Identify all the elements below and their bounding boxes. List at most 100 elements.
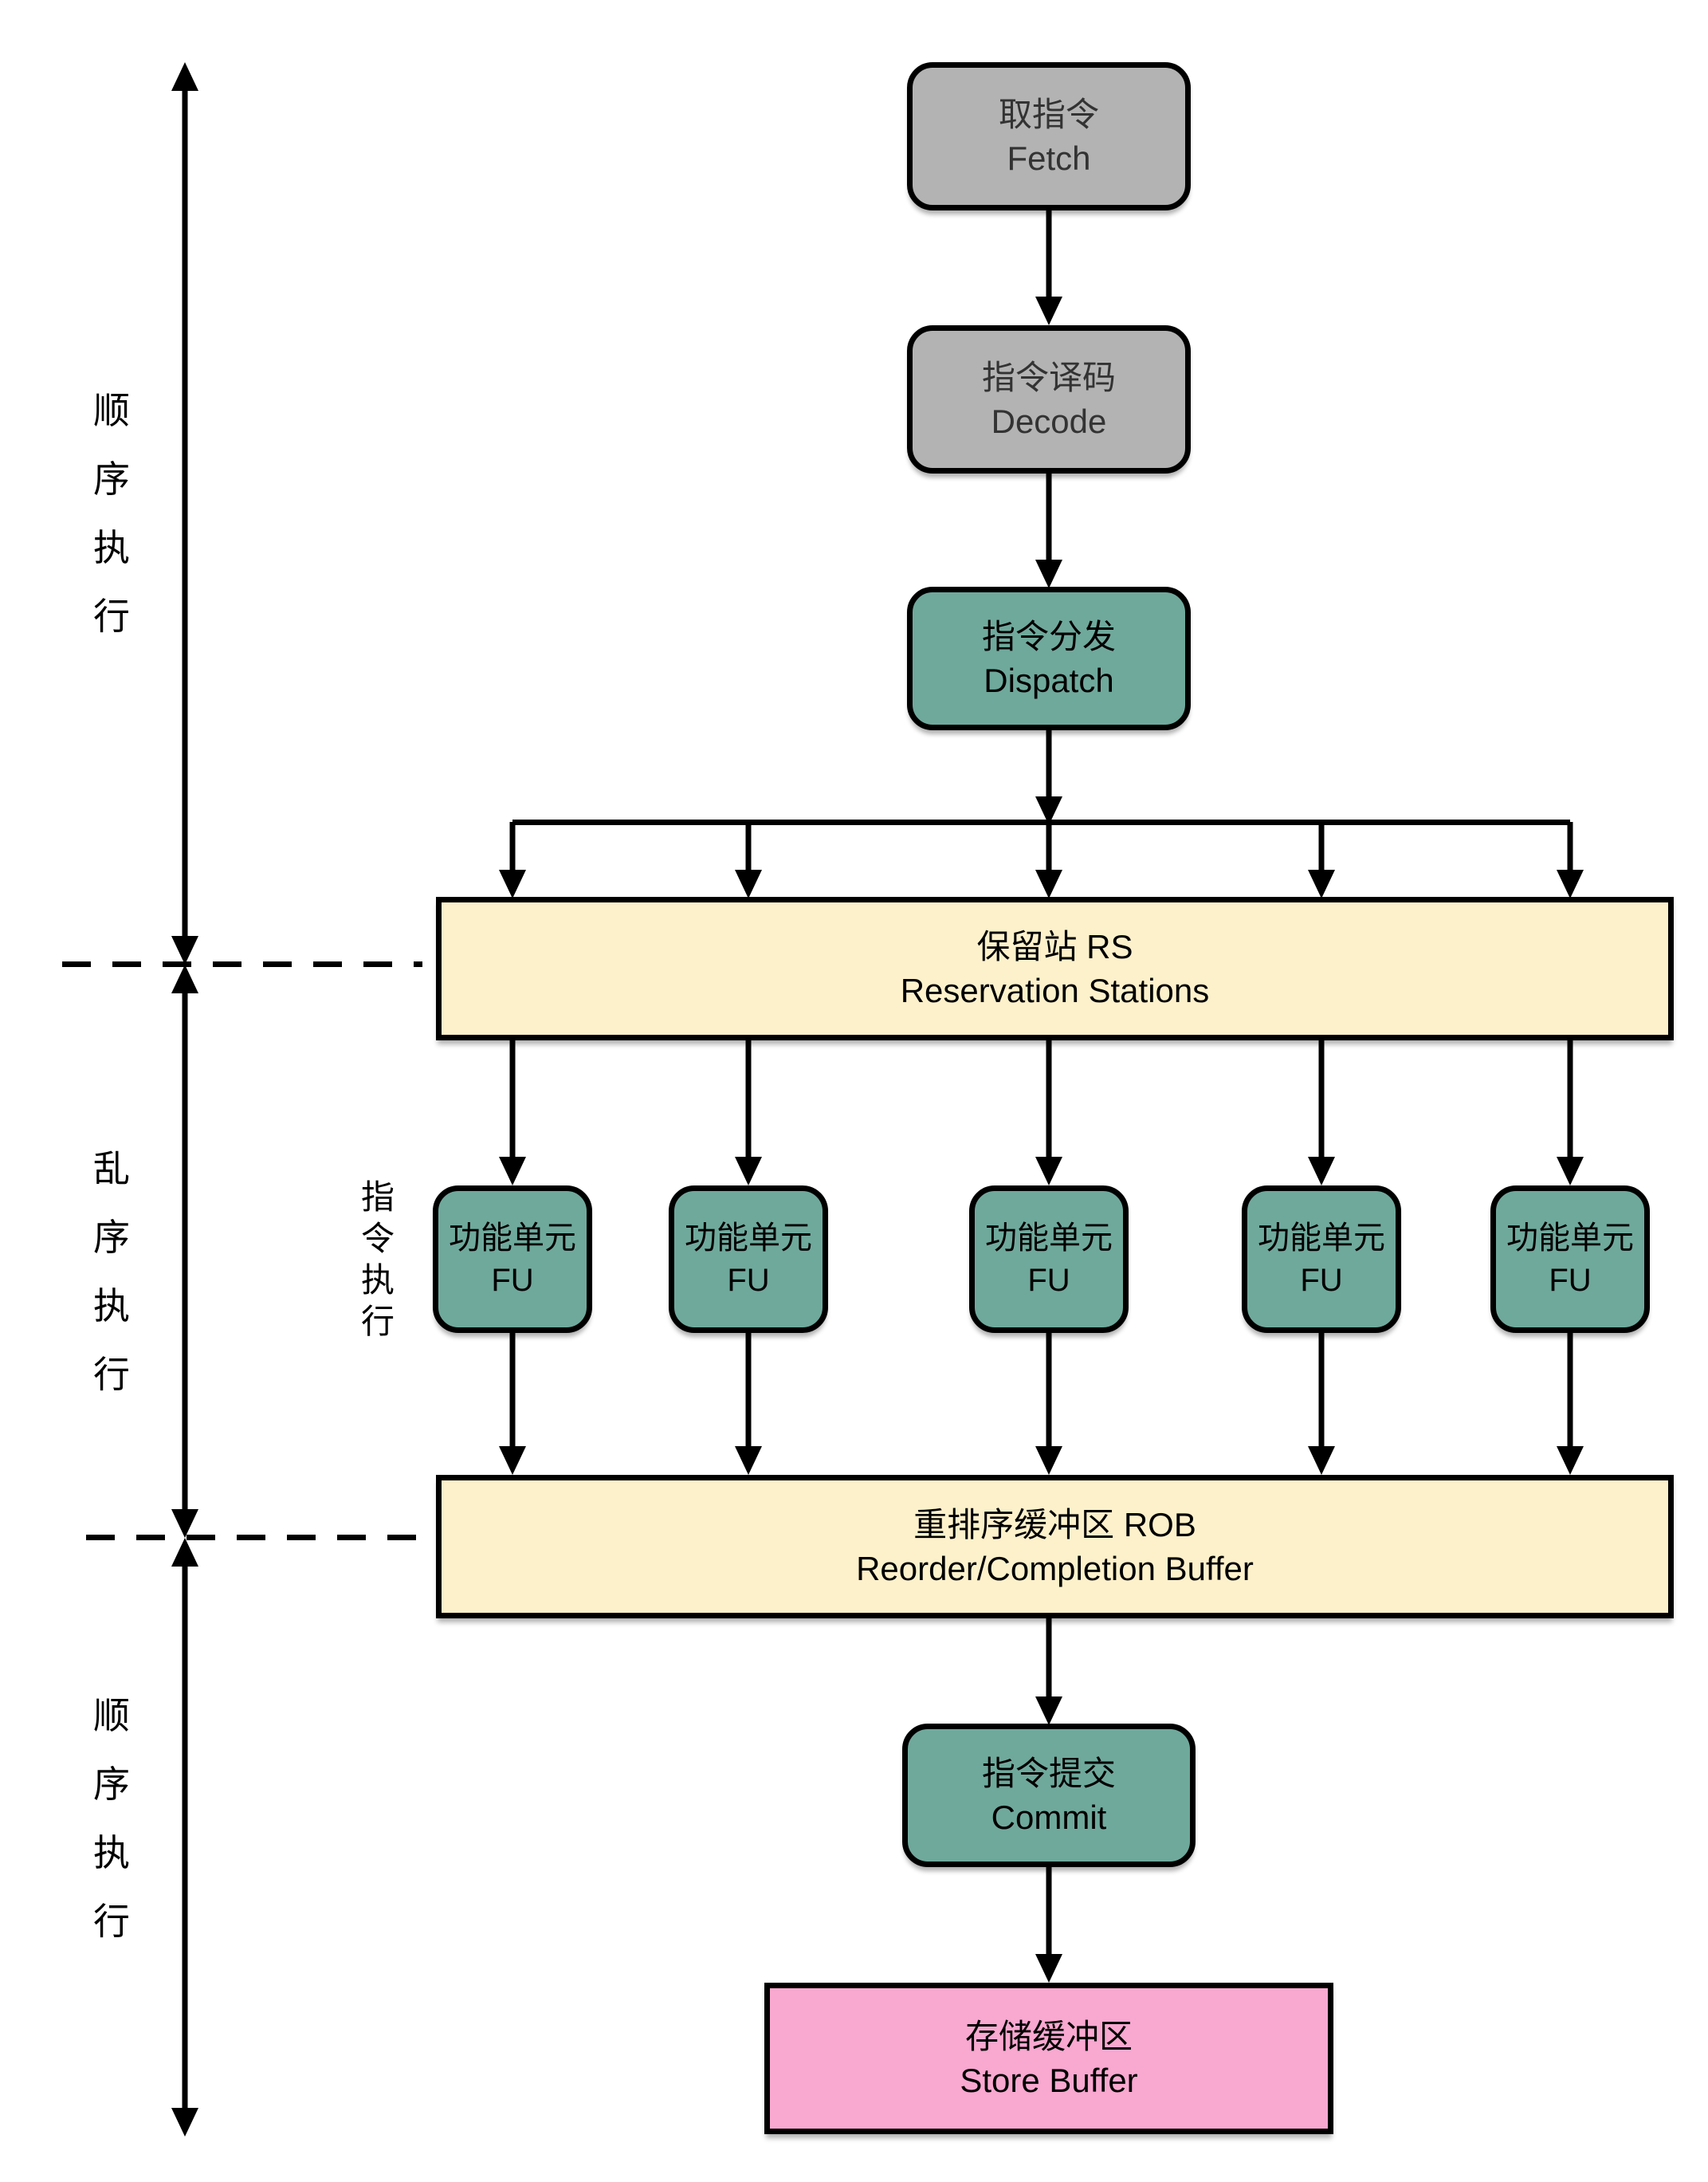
- arrow-shaft: [1046, 210, 1052, 301]
- arrow-fu-to-rob-1: [499, 1333, 526, 1475]
- arrowhead-down-icon: [735, 1446, 762, 1475]
- arrow-shaft: [1318, 822, 1325, 875]
- timeline-arrow-segment-1: [171, 62, 198, 965]
- rob-label-zh: 重排序缓冲区 ROB: [913, 1505, 1196, 1543]
- arrow-rs-to-fu-3: [1035, 1040, 1062, 1185]
- label-in-order-top: 顺序执行: [93, 390, 130, 637]
- fu-label-en: FU: [1549, 1262, 1592, 1298]
- store-buffer-label-zh: 存储缓冲区: [964, 2017, 1133, 2055]
- fu-label-zh: 功能单元: [985, 1220, 1113, 1256]
- fu-label-zh: 功能单元: [1506, 1220, 1634, 1256]
- arrowhead-down-icon: [1035, 1157, 1062, 1185]
- arrow-fu-to-rob-5: [1557, 1333, 1584, 1475]
- arrow-shaft: [1046, 1333, 1052, 1451]
- stage-divider-dashed-line-2: [86, 1535, 430, 1540]
- arrow-rob-to-commit: [1035, 1618, 1062, 1725]
- timeline-arrow-segment-3: [171, 1538, 198, 2137]
- fu-label-en: FU: [727, 1262, 770, 1298]
- dispatch-node: 指令分发 Dispatch: [907, 587, 1191, 730]
- arrow-shaft: [1318, 1040, 1325, 1162]
- fu-label-en: FU: [1300, 1262, 1343, 1298]
- arrow-shaft: [1046, 1867, 1052, 1959]
- fu-label-en: FU: [1027, 1262, 1070, 1298]
- arrow-shaft: [1046, 474, 1052, 564]
- fu-label-zh: 功能单元: [1258, 1220, 1385, 1256]
- arrow-shaft: [509, 1040, 516, 1162]
- arrowhead-down-icon: [1035, 870, 1062, 898]
- fetch-label-zh: 取指令: [998, 95, 1099, 133]
- arrowhead-down-icon: [1035, 297, 1062, 325]
- arrow-shaft: [509, 822, 516, 875]
- arrow-shaft: [745, 1333, 752, 1451]
- arrow-branch-to-rs-4: [1308, 822, 1335, 898]
- dispatch-label-zh: 指令分发: [981, 617, 1116, 655]
- label-in-order-bottom: 顺序执行: [93, 1695, 130, 1942]
- arrow-shaft: [1567, 822, 1573, 875]
- arrowhead-down-icon: [1308, 1446, 1335, 1475]
- decode-label-en: Decode: [991, 403, 1107, 440]
- arrow-rs-to-fu-1: [499, 1040, 526, 1185]
- decode-node: 指令译码 Decode: [907, 325, 1191, 474]
- fetch-label-en: Fetch: [1007, 140, 1091, 177]
- fu-node-4: 功能单元 FU: [1242, 1185, 1401, 1333]
- store-buffer-node: 存储缓冲区 Store Buffer: [764, 1983, 1333, 2134]
- dispatch-label-en: Dispatch: [984, 662, 1114, 699]
- arrow-fetch-to-decode: [1035, 210, 1062, 325]
- arrow-shaft: [1567, 1040, 1573, 1162]
- arrowhead-down-icon: [1557, 870, 1584, 898]
- arrow-fu-to-rob-4: [1308, 1333, 1335, 1475]
- arrowhead-down-icon: [735, 870, 762, 898]
- rs-label-en: Reservation Stations: [900, 972, 1210, 1009]
- arrowhead-down-icon: [1308, 870, 1335, 898]
- arrow-branch-to-rs-1: [499, 822, 526, 898]
- arrow-branch-to-rs-3: [1035, 822, 1062, 898]
- fetch-node: 取指令 Fetch: [907, 62, 1191, 210]
- arrow-shaft: [182, 1562, 188, 2113]
- arrow-fu-to-rob-2: [735, 1333, 762, 1475]
- stage-divider-dashed-line-1: [62, 961, 422, 967]
- arrow-shaft: [1318, 1333, 1325, 1451]
- arrow-shaft: [1046, 1618, 1052, 1701]
- reservation-stations-node: 保留站 RS Reservation Stations: [436, 897, 1674, 1040]
- arrowhead-down-icon: [1557, 1157, 1584, 1185]
- fu-node-2: 功能单元 FU: [669, 1185, 828, 1333]
- arrowhead-down-icon: [499, 1446, 526, 1475]
- label-instruction-execute: 指令执行: [360, 1178, 395, 1340]
- arrow-rs-to-fu-4: [1308, 1040, 1335, 1185]
- fu-label-zh: 功能单元: [685, 1220, 812, 1256]
- arrowhead-down-icon: [1035, 1696, 1062, 1725]
- arrowhead-down-icon: [735, 1157, 762, 1185]
- arrow-shaft: [1567, 1333, 1573, 1451]
- arrow-shaft: [1046, 822, 1052, 875]
- arrow-dispatch-to-branch: [1035, 730, 1062, 825]
- arrow-commit-to-store: [1035, 1867, 1062, 1983]
- reorder-buffer-node: 重排序缓冲区 ROB Reorder/Completion Buffer: [436, 1475, 1674, 1618]
- store-buffer-label-en: Store Buffer: [960, 2062, 1138, 2099]
- dispatch-branch-line: [512, 820, 1570, 825]
- arrow-shaft: [509, 1333, 516, 1451]
- commit-label-en: Commit: [991, 1799, 1107, 1836]
- commit-label-zh: 指令提交: [981, 1754, 1116, 1792]
- arrow-decode-to-dispatch: [1035, 474, 1062, 588]
- label-out-of-order: 乱序执行: [93, 1148, 130, 1395]
- arrowhead-down-icon: [1035, 560, 1062, 588]
- arrowhead-down-icon: [1035, 1954, 1062, 1983]
- arrowhead-down-icon: [499, 870, 526, 898]
- arrowhead-down-icon: [171, 936, 198, 965]
- arrow-shaft: [1046, 730, 1052, 801]
- arrowhead-down-icon: [171, 1509, 198, 1538]
- arrow-shaft: [1046, 1040, 1052, 1162]
- arrow-branch-to-rs-5: [1557, 822, 1584, 898]
- arrowhead-down-icon: [1035, 1446, 1062, 1475]
- arrow-rs-to-fu-2: [735, 1040, 762, 1185]
- arrow-shaft: [182, 989, 188, 1514]
- arrowhead-down-icon: [499, 1157, 526, 1185]
- fu-node-5: 功能单元 FU: [1490, 1185, 1650, 1333]
- commit-node: 指令提交 Commit: [902, 1724, 1196, 1867]
- arrow-shaft: [745, 1040, 752, 1162]
- timeline-arrow-segment-2: [171, 965, 198, 1538]
- rs-label-zh: 保留站 RS: [976, 927, 1133, 965]
- arrow-branch-to-rs-2: [735, 822, 762, 898]
- arrowhead-down-icon: [1308, 1157, 1335, 1185]
